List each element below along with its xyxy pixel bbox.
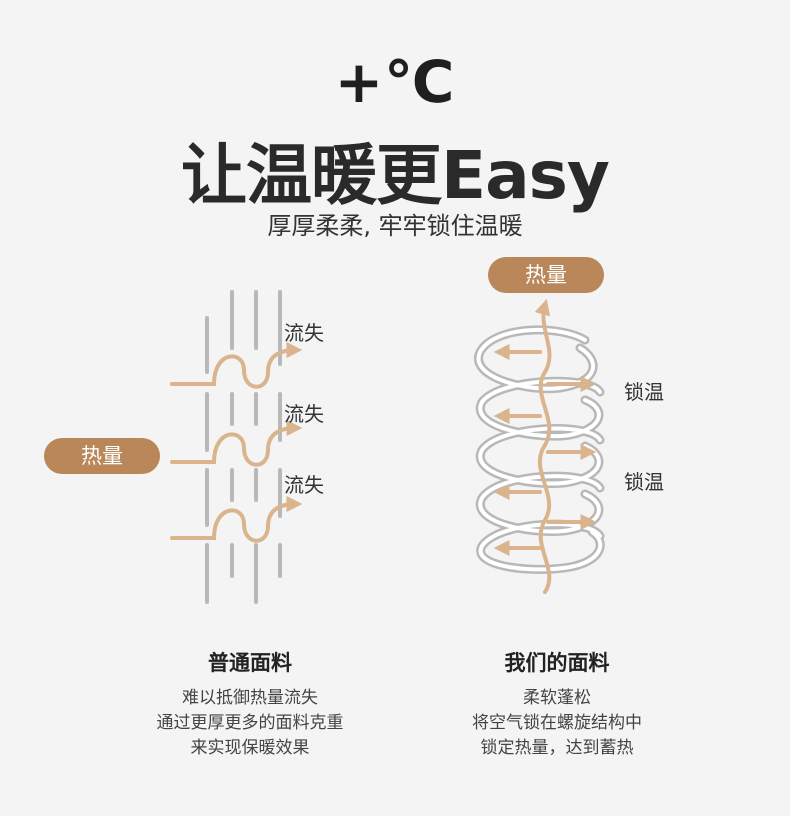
page-subtitle: 厚厚柔柔, 牢牢锁住温暖 [267, 212, 523, 240]
loss-label: 流失 [284, 473, 324, 497]
heat-loss-arrow [170, 420, 303, 467]
desc-line: 柔软蓬松 [523, 688, 591, 708]
heat-loss-arrow [170, 496, 303, 543]
desc-line: 来实现保暖效果 [190, 738, 310, 758]
heat-loss-arrows [170, 342, 303, 543]
left-column-description: 难以抵御热量流失 通过更厚更多的面料克重 来实现保暖效果 [100, 686, 400, 761]
desc-line: 将空气锁在螺旋结构中 [472, 713, 642, 733]
temperature-symbol: +℃ [334, 48, 456, 116]
heat-pill-left: 热量 [44, 438, 160, 474]
left-column-title: 普通面料 [208, 651, 292, 675]
heat-loss-arrow [170, 342, 303, 389]
heat-pill-right: 热量 [488, 257, 604, 293]
loss-label: 流失 [284, 321, 324, 345]
loss-label: 流失 [284, 402, 324, 426]
desc-line: 锁定热量，达到蓄热 [480, 738, 634, 758]
desc-line: 通过更厚更多的面料克重 [156, 713, 344, 733]
page-title: 让温暖更Easy [181, 137, 610, 214]
right-column-title: 我们的面料 [504, 651, 610, 675]
lock-label: 锁温 [624, 470, 664, 494]
heat-lock-arrows [493, 298, 597, 594]
desc-line: 难以抵御热量流失 [182, 688, 318, 708]
lock-label: 锁温 [624, 380, 664, 404]
right-column-description: 柔软蓬松 将空气锁在螺旋结构中 锁定热量，达到蓄热 [407, 686, 707, 761]
heat-rise-path [534, 298, 552, 594]
